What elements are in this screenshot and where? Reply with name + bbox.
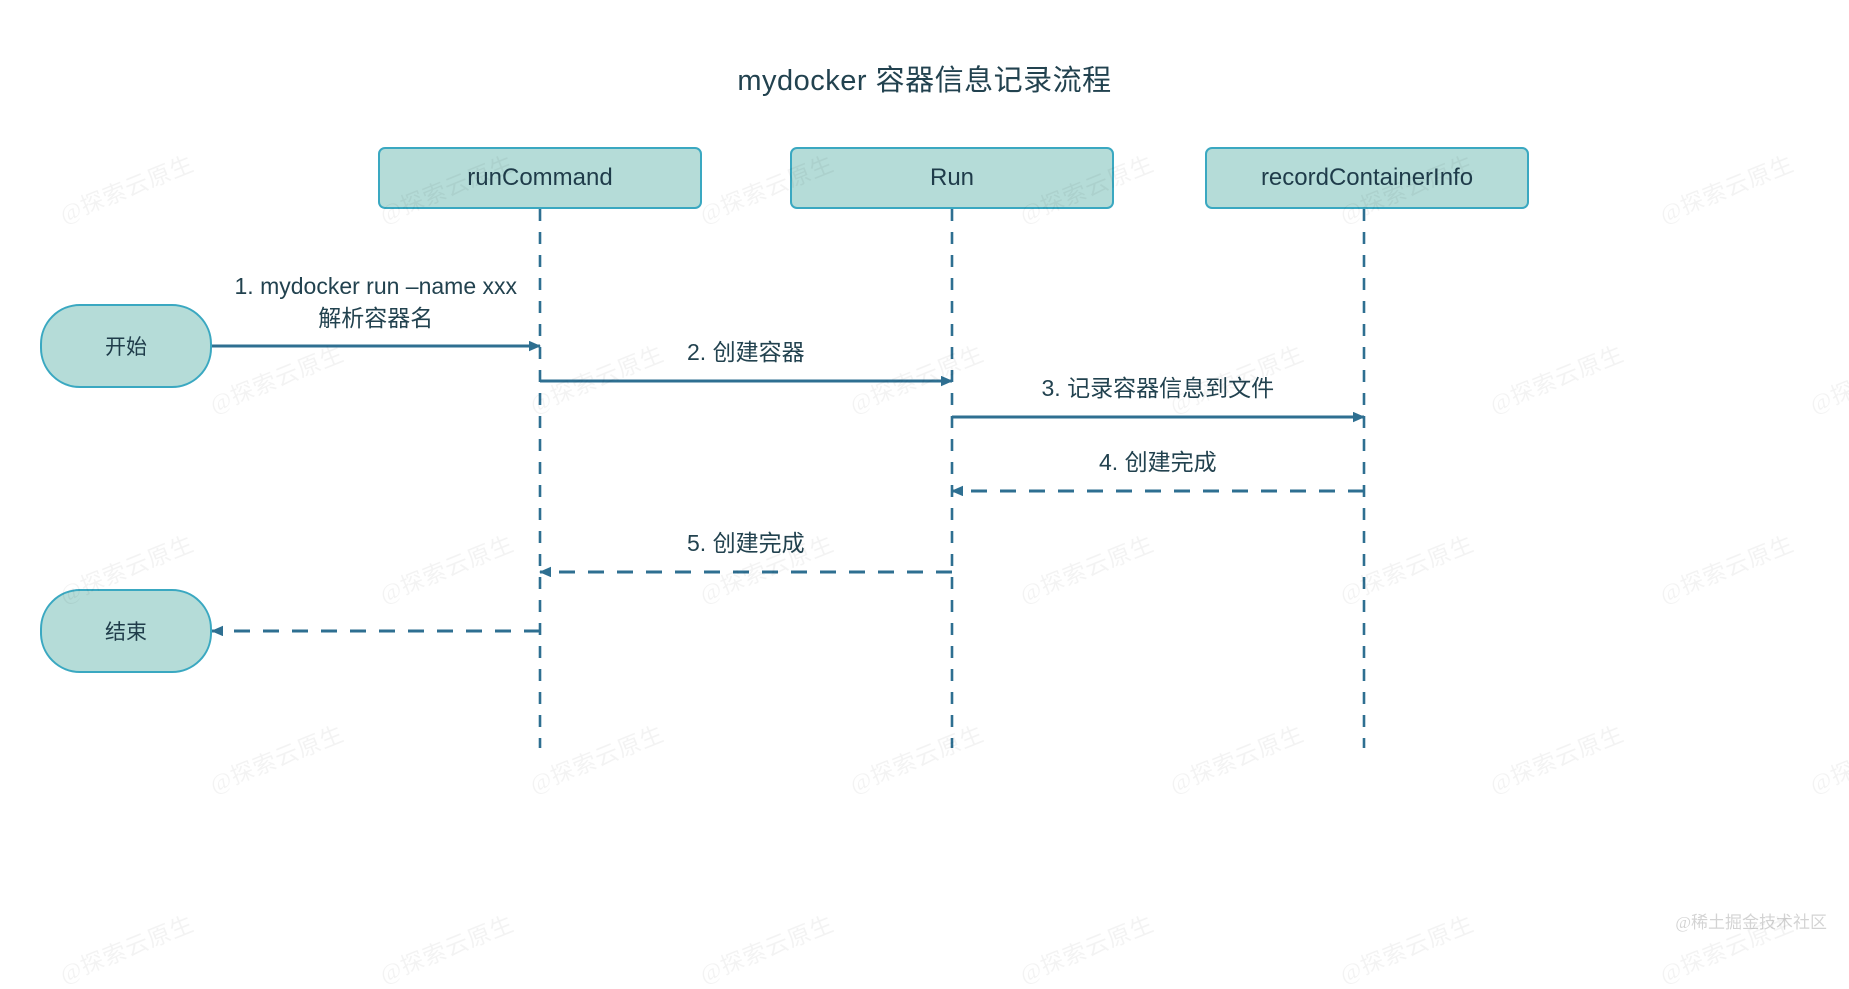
terminator-label: 结束 [105,621,147,644]
message-arrows-group [211,340,1365,637]
message-label-line: 4. 创建完成 [1099,449,1217,475]
corner-watermark: @稀土掘金技术社区 [1675,913,1827,932]
participant-label: runCommand [467,164,613,191]
lifelines-group [538,209,1366,748]
message-label-line: 1. mydocker run –name xxx [234,273,518,299]
message-label-1: 1. mydocker run –name xxx 解析容器名 [235,271,518,334]
participant-recordContainerInfo[interactable]: recordContainerInfo [1205,147,1529,209]
message-label-line: 解析容器名 [318,304,434,331]
participant-label: Run [929,164,975,191]
message-label-line: 2. 创建容器 [687,339,805,365]
message-label-5: 5. 创建完成 [687,528,805,560]
message-label-line: 3. 记录容器信息到文件 [1041,375,1275,401]
terminator-start[interactable]: 开始 [40,304,212,388]
message-label-3: 3. 记录容器信息到文件 [1042,373,1275,405]
message-label-line: 5. 创建完成 [687,530,805,556]
page-title: mydocker 容器信息记录流程 [737,65,1112,97]
participant-runCommand[interactable]: runCommand [378,147,702,209]
sequence-diagram-canvas [211,209,1366,748]
participant-label: recordContainerInfo [1260,164,1474,191]
participant-Run[interactable]: Run [790,147,1114,209]
terminator-end[interactable]: 结束 [40,589,212,673]
message-label-2: 2. 创建容器 [687,337,805,369]
message-label-4: 4. 创建完成 [1099,447,1217,479]
terminator-label: 开始 [105,336,147,359]
